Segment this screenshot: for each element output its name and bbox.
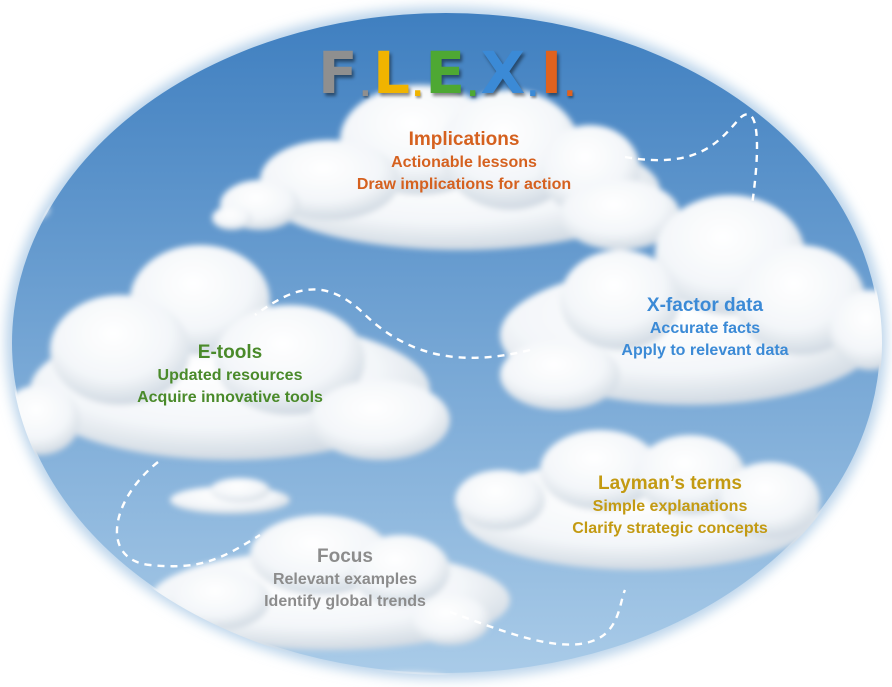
cloud-x-factor (500, 195, 882, 410)
title-letter-i: I (540, 39, 563, 107)
connector-implications-xfactor (624, 113, 759, 206)
x-factor-heading: X-factor data (646, 295, 764, 316)
connector-focus-layman (449, 589, 627, 646)
block-e-tools: E-tools Updated resources Acquire innova… (100, 341, 360, 409)
block-implications: Implications Actionable lessons Draw imp… (319, 128, 609, 196)
title-dot-2: . (412, 69, 424, 104)
title-dot-1: . (359, 69, 372, 104)
title-letter-e: E (425, 39, 466, 107)
dashed-connectors (115, 113, 759, 646)
cloud-implications (212, 85, 680, 250)
x-factor-line-2: Apply to relevant data (621, 342, 789, 359)
layman-line-1: Simple explanations (592, 498, 748, 515)
flexi-title: F . L . E . X . I . (318, 22, 578, 102)
e-tools-line-2: Acquire innovative tools (137, 389, 323, 406)
title-dot-4: . (527, 69, 539, 104)
block-focus: Focus Relevant examples Identify global … (235, 545, 455, 613)
focus-line-1: Relevant examples (272, 571, 418, 588)
focus-heading: Focus (317, 546, 373, 567)
implications-heading: Implications (408, 129, 520, 150)
clouds (10, 85, 882, 675)
title-dot-5: . (564, 69, 576, 104)
title-letter-l: L (373, 39, 410, 107)
block-x-factor: X-factor data Accurate facts Apply to re… (590, 294, 820, 362)
focus-line-2: Identify global trends (264, 593, 426, 610)
block-layman: Layman’s terms Simple explanations Clari… (535, 472, 805, 540)
connector-xfactor-etools (254, 288, 531, 360)
cloud-layman (455, 430, 820, 570)
implications-line-2: Draw implications for action (356, 176, 572, 193)
title-dot-3: . (467, 69, 479, 104)
layman-line-2: Clarify strategic concepts (572, 520, 768, 537)
x-factor-line-1: Accurate facts (649, 320, 761, 337)
e-tools-heading: E-tools (197, 342, 263, 363)
connector-etools-focus (115, 461, 261, 568)
cloud-small (170, 478, 290, 514)
implications-line-1: Actionable lessons (391, 154, 537, 171)
title-letter-x: X (480, 39, 526, 107)
e-tools-line-1: Updated resources (157, 367, 303, 384)
title-letter-f: F (318, 39, 358, 107)
cloud-e-tools (10, 245, 450, 460)
layman-heading: Layman’s terms (598, 473, 742, 494)
